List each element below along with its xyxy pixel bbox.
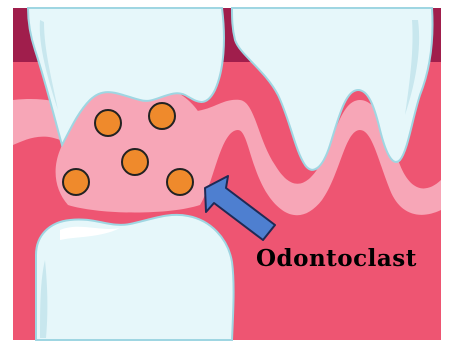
odontoclast-cell (63, 169, 89, 195)
odontoclast-label: Odontoclast (256, 245, 417, 272)
odontoclast-cell (167, 169, 193, 195)
odontoclast-cell (95, 110, 121, 136)
odontoclast-cell (149, 103, 175, 129)
odontoclast-cell (122, 149, 148, 175)
